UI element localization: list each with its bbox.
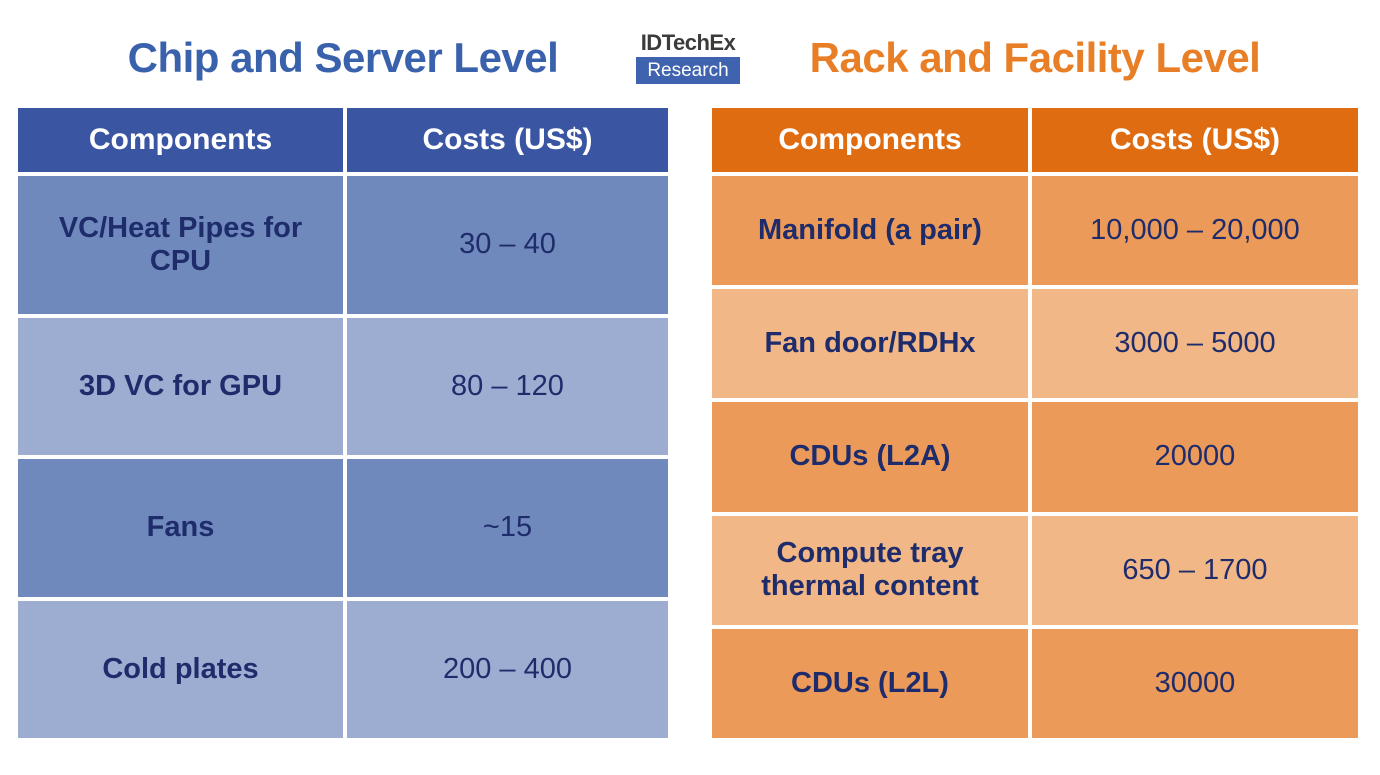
cell-text: ~15 (482, 511, 533, 544)
cell-text: 30 – 40 (459, 228, 556, 261)
column-header-costs: Costs (US$) (347, 108, 668, 172)
header-text: Costs (US$) (422, 123, 593, 156)
cost-cell: 30 – 40 (347, 176, 668, 314)
column-header-components: Components (712, 108, 1028, 172)
column-header-components: Components (18, 108, 343, 172)
cell-text: Fans (146, 511, 215, 544)
cell-text: Compute tray thermal content (761, 537, 979, 603)
chip-server-title: Chip and Server Level (127, 34, 559, 81)
cell-text: 650 – 1700 (1122, 553, 1268, 586)
cell-text: Fan door/RDHx (764, 327, 976, 360)
component-cell: Fans (18, 459, 343, 597)
column-header-costs: Costs (US$) (1032, 108, 1358, 172)
cell-text: 3D VC for GPU (78, 369, 283, 402)
component-cell: Manifold (a pair) (712, 176, 1028, 286)
logo-research-badge: Research (636, 57, 740, 84)
cell-text: VC/Heat Pipes for CPU (58, 211, 303, 277)
component-cell: VC/Heat Pipes for CPU (18, 176, 343, 314)
cost-cell: 10,000 – 20,000 (1032, 176, 1358, 286)
component-cell: Cold plates (18, 600, 343, 738)
header-text: Costs (US$) (1109, 123, 1281, 156)
cell-text: 10,000 – 20,000 (1090, 214, 1300, 247)
component-cell: Compute tray thermal content (712, 515, 1028, 625)
cell-text: Manifold (a pair) (758, 214, 982, 247)
rack-facility-table: Components Costs (US$) Manifold (a pair)… (712, 108, 1358, 738)
cost-cell: 650 – 1700 (1032, 515, 1358, 625)
cell-text: 80 – 120 (451, 369, 564, 402)
idtechex-logo: IDTechEx Research (636, 30, 740, 84)
cell-text: CDUs (L2L) (791, 666, 949, 699)
cell-text: CDUs (L2A) (789, 440, 951, 473)
cost-cell: 3000 – 5000 (1032, 289, 1358, 399)
component-cell: Fan door/RDHx (712, 289, 1028, 399)
component-cell: 3D VC for GPU (18, 317, 343, 455)
rack-facility-title: Rack and Facility Level (809, 34, 1261, 81)
component-cell: CDUs (L2L) (712, 628, 1028, 738)
cell-text: 200 – 400 (442, 652, 572, 685)
cost-cell: 20000 (1032, 402, 1358, 512)
header-text: Components (88, 123, 273, 156)
cost-cell: ~15 (347, 459, 668, 597)
cell-text: 30000 (1154, 666, 1236, 699)
cost-cell: 200 – 400 (347, 600, 668, 738)
cell-text: Cold plates (102, 652, 259, 685)
cell-text: 3000 – 5000 (1114, 327, 1276, 360)
cost-cell: 30000 (1032, 628, 1358, 738)
chip-server-table: Components Costs (US$) VC/Heat Pipes for… (18, 108, 668, 738)
logo-wordmark: IDTechEx (640, 30, 736, 55)
header-text: Components (778, 123, 962, 156)
cost-cell: 80 – 120 (347, 317, 668, 455)
component-cell: CDUs (L2A) (712, 402, 1028, 512)
cell-text: 20000 (1154, 440, 1236, 473)
